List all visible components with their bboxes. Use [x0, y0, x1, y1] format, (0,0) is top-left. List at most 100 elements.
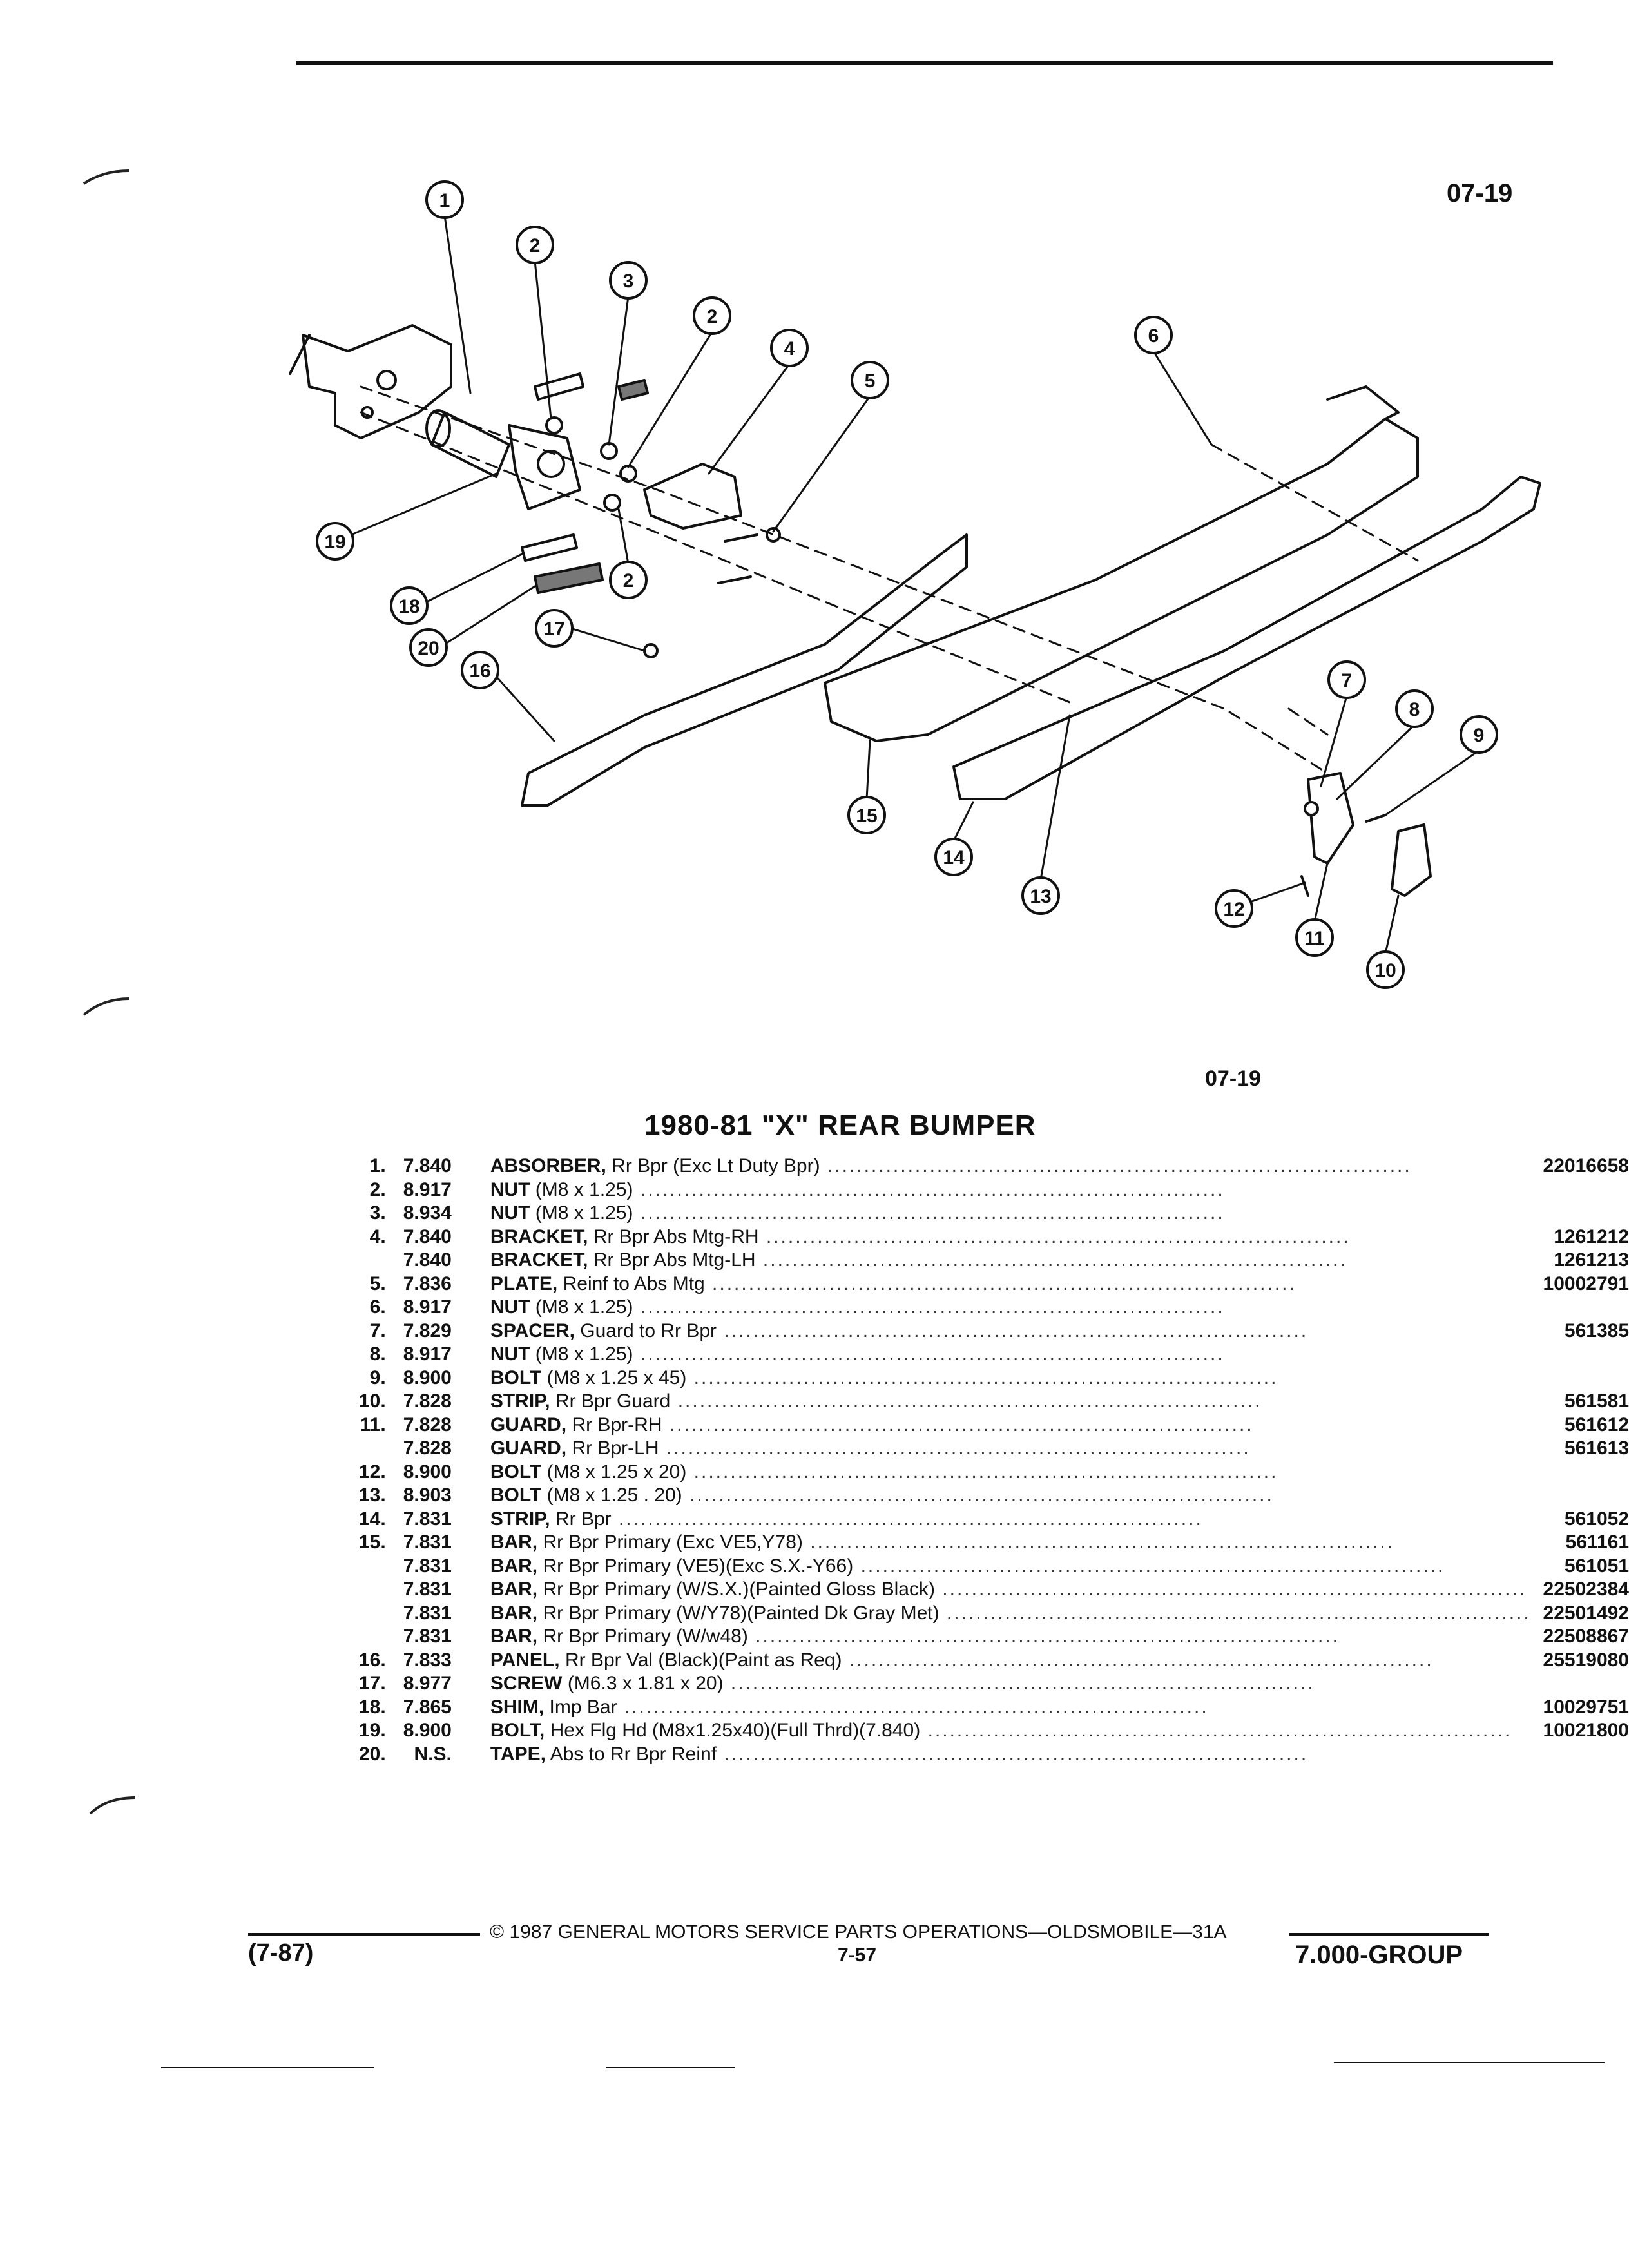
callout-number: 10: [1374, 960, 1396, 981]
part-detail: Guard to Rr Bpr: [574, 1320, 717, 1341]
callout-circle: [1395, 689, 1434, 728]
callout-number: 20: [418, 638, 439, 659]
group-code: 8.917: [403, 1178, 452, 1200]
bottom-rule-mid: [606, 2067, 735, 2068]
item-number: 16.: [358, 1649, 386, 1671]
part-number: 22016658: [1543, 1155, 1629, 1177]
dot-leader: ........................................…: [747, 1626, 1340, 1647]
leader-line: [627, 331, 713, 468]
item-number: [348, 1602, 386, 1626]
part-name: BOLT: [490, 1485, 542, 1506]
part-name: NUT: [490, 1343, 530, 1365]
callout-number: 3: [623, 271, 634, 292]
alignment-line: [1210, 443, 1419, 562]
callout-number: 6: [1148, 325, 1159, 347]
leader-line: [495, 675, 555, 742]
dot-leader: ........................................…: [633, 1296, 1225, 1318]
item-number: [348, 1625, 386, 1649]
item-number: 17.: [358, 1673, 386, 1694]
part-detail: Rr Bpr (Exc Lt Duty Bpr): [606, 1155, 820, 1177]
part-number: 22508867: [1543, 1626, 1629, 1647]
callout-15: 15: [847, 796, 886, 834]
footer-page-number: 7-57: [838, 1945, 877, 1966]
part-detail: Rr Bpr Val (Black)(Paint as Req): [559, 1649, 842, 1671]
dot-leader: ........................................…: [611, 1508, 1203, 1530]
leader-line: [608, 295, 630, 446]
part-detail: (M8 x 1.25): [530, 1343, 633, 1365]
group-code: 7.828: [403, 1437, 452, 1459]
part-description: STRIP, Rr Bpr Guard ....................…: [452, 1390, 1531, 1414]
part-name: GUARD,: [490, 1437, 567, 1459]
item-number: 14.: [358, 1508, 386, 1530]
shim-lower: [521, 533, 578, 562]
callout-number: 2: [623, 570, 634, 591]
item-number: 3.: [369, 1202, 386, 1224]
leader-line: [1320, 695, 1348, 787]
dot-leader: ........................................…: [659, 1437, 1251, 1459]
footer-revision: (7-87): [248, 1939, 314, 1966]
page-code: 07-19: [1447, 179, 1513, 207]
part-detail: Imp Bar: [544, 1696, 617, 1718]
part-number: 561581: [1564, 1390, 1629, 1412]
callout-5: 5: [851, 361, 889, 399]
item-number: 11.: [360, 1414, 386, 1436]
part-number: [1531, 1296, 1629, 1320]
dot-leader: ........................................…: [717, 1320, 1309, 1341]
alignment-line: [360, 411, 1071, 704]
callout-2: 2: [693, 296, 731, 335]
part-description: BOLT (M8 x 1.25 x 20) ..................…: [452, 1461, 1531, 1485]
group-code: 8.900: [403, 1367, 452, 1389]
leader-line: [617, 508, 630, 565]
mount-bracket: [643, 463, 742, 530]
part-detail: Rr Bpr Abs Mtg-RH: [588, 1225, 759, 1247]
callout-19: 19: [316, 522, 354, 561]
nut: [545, 416, 563, 434]
part-number: 1261212: [1554, 1225, 1629, 1247]
item-number: [348, 1437, 386, 1461]
valance-panel: [521, 533, 968, 807]
item-number: 15.: [358, 1532, 386, 1553]
callout-number: 19: [324, 532, 345, 553]
callout-17: 17: [535, 609, 574, 648]
dot-leader: ........................................…: [758, 1225, 1351, 1247]
leader-line: [708, 363, 791, 475]
leader-line: [865, 740, 871, 800]
dot-leader: ........................................…: [633, 1178, 1225, 1200]
item-number: 2.: [369, 1178, 386, 1200]
group-code: 7.829: [403, 1320, 452, 1341]
part-name: BAR,: [490, 1532, 538, 1553]
part-name: STRIP,: [490, 1508, 550, 1530]
part-description: BRACKET, Rr Bpr Abs Mtg-LH .............…: [452, 1249, 1531, 1273]
part-detail: Rr Bpr Guard: [550, 1390, 671, 1412]
part-description: BRACKET, Rr Bpr Abs Mtg-RH .............…: [452, 1225, 1531, 1249]
bolt: [717, 533, 758, 584]
part-name: GUARD,: [490, 1414, 567, 1436]
part-detail: (M8 x 1.25): [530, 1296, 633, 1318]
item-number: 12.: [358, 1461, 386, 1483]
callout-circle: [1134, 316, 1173, 354]
item-number: 13.: [358, 1485, 386, 1506]
callout-7: 7: [1327, 660, 1366, 699]
part-number: [1531, 1484, 1629, 1508]
part-description: BAR, Rr Bpr Primary (VE5)(Exc S.X.-Y66) …: [452, 1555, 1531, 1579]
dot-leader: ........................................…: [686, 1461, 1278, 1483]
item-number: 20.: [358, 1743, 386, 1765]
group-code: 7.840: [403, 1155, 452, 1177]
dot-leader: ........................................…: [723, 1673, 1315, 1694]
group-code: 8.977: [403, 1673, 452, 1694]
group-code: 7.831: [403, 1602, 452, 1624]
item-number: 7.: [369, 1320, 386, 1341]
dot-leader: ........................................…: [755, 1249, 1347, 1271]
part-name: PANEL,: [490, 1649, 560, 1671]
group-code: 7.831: [403, 1579, 452, 1600]
callout-number: 14: [943, 847, 965, 869]
part-description: SHIM, Imp Bar ..........................…: [452, 1696, 1531, 1720]
part-detail: Rr Bpr: [550, 1508, 612, 1530]
